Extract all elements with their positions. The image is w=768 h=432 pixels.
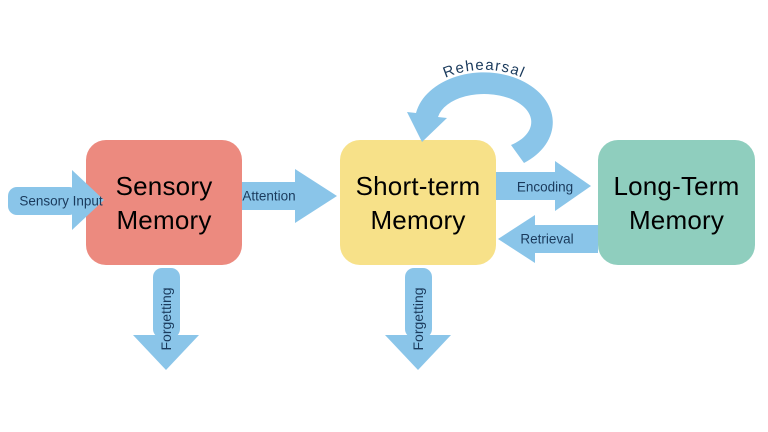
retrieval-arrow-head bbox=[498, 215, 535, 263]
retrieval-arrow-shaft bbox=[535, 225, 598, 253]
retrieval-label: Retrieval bbox=[520, 231, 574, 247]
forgetting-short-term-label: Forgetting bbox=[410, 287, 426, 351]
sensory-memory-box: Sensory Memory bbox=[86, 140, 242, 265]
attention-arrow-shaft bbox=[242, 182, 297, 210]
attention-label: Attention bbox=[242, 188, 296, 204]
sensory-input-arrow-shaft bbox=[8, 187, 78, 215]
forgetting-sensory-arrow-shaft bbox=[153, 268, 180, 338]
short-term-memory-box: Short-term Memory bbox=[340, 140, 496, 265]
forgetting-sensory-arrow-head bbox=[133, 335, 199, 370]
forgetting-short-term-arrow-head bbox=[385, 335, 451, 370]
rehearsal-loop-arrow bbox=[407, 72, 553, 163]
arrow-shapes bbox=[8, 72, 598, 370]
attention-arrow-head bbox=[295, 169, 337, 223]
sensory-input-arrow-head bbox=[72, 170, 104, 230]
sensory-input-label: Sensory Input bbox=[19, 193, 103, 209]
forgetting-short-term-arrow-shaft bbox=[405, 268, 432, 338]
encoding-arrow-shaft bbox=[496, 172, 557, 200]
forgetting-sensory-label: Forgetting bbox=[158, 287, 174, 351]
long-term-memory-box: Long-Term Memory bbox=[598, 140, 755, 265]
encoding-arrow-head bbox=[555, 161, 591, 211]
encoding-label: Encoding bbox=[516, 179, 574, 195]
